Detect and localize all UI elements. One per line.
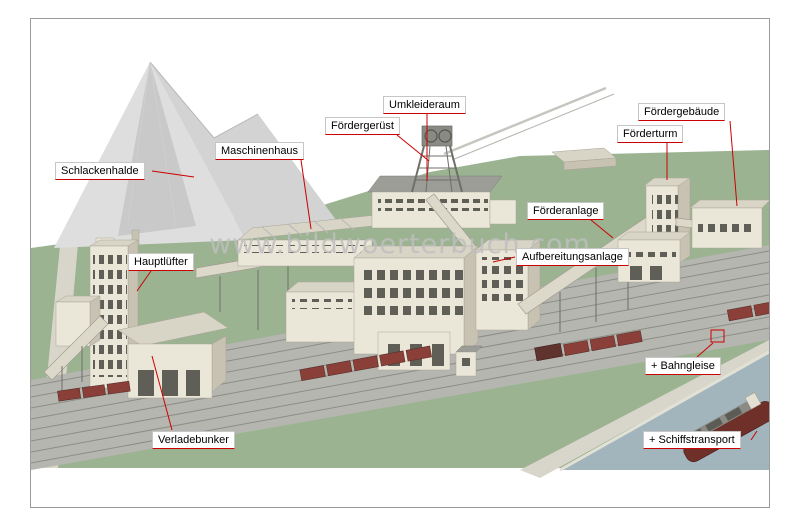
label-schlackenhalde[interactable]: Schlackenhalde: [55, 162, 145, 180]
leader-hauptluefter: [136, 270, 152, 292]
bahngleise-marker: [710, 329, 725, 343]
leader-schlackenhalde: [151, 170, 195, 178]
leader-foerdergeruest: [396, 134, 430, 162]
headframe: [411, 125, 477, 253]
label-maschinenhaus[interactable]: Maschinenhaus: [215, 142, 305, 160]
label-bahngleise[interactable]: + Bahngleise: [645, 357, 721, 375]
hoist-building: [617, 199, 769, 283]
leader-verladebunker: [151, 355, 173, 431]
changing-room-building: [367, 175, 517, 229]
freight-train-left: [57, 380, 131, 402]
label-umkleideraum[interactable]: Umkleideraum: [383, 96, 466, 114]
leader-foerdergebaeude: [729, 120, 738, 207]
trackside-hut: [455, 345, 483, 377]
leader-foerderanlage: [590, 219, 614, 239]
loading-bunker-building: [117, 311, 229, 399]
label-foerdergeruest[interactable]: Fördergerüst: [325, 117, 400, 135]
freight-train-center: [299, 345, 432, 382]
leader-schiffstransport: [750, 430, 758, 441]
label-aufbereitungsanlage[interactable]: Aufbereitungsanlage: [516, 248, 629, 266]
label-schiffstransport[interactable]: + Schiffstransport: [643, 431, 741, 449]
leader-aufbereitungsanlage: [492, 256, 516, 263]
label-hauptluefter[interactable]: Hauptlüfter: [128, 253, 194, 271]
label-verladebunker[interactable]: Verladebunker: [152, 431, 235, 449]
leader-maschinenhaus: [300, 159, 312, 230]
leader-lines: [136, 114, 758, 441]
freight-train-right: [534, 330, 643, 362]
label-foerderturm[interactable]: Förderturm: [617, 125, 684, 143]
label-foerdergebaeude[interactable]: Fördergebäude: [638, 103, 726, 121]
label-foerderanlage[interactable]: Förderanlage: [527, 202, 605, 220]
far-structures: [443, 86, 617, 171]
leader-bahngleise: [696, 342, 714, 358]
freight-cars-far-right: [726, 300, 769, 322]
